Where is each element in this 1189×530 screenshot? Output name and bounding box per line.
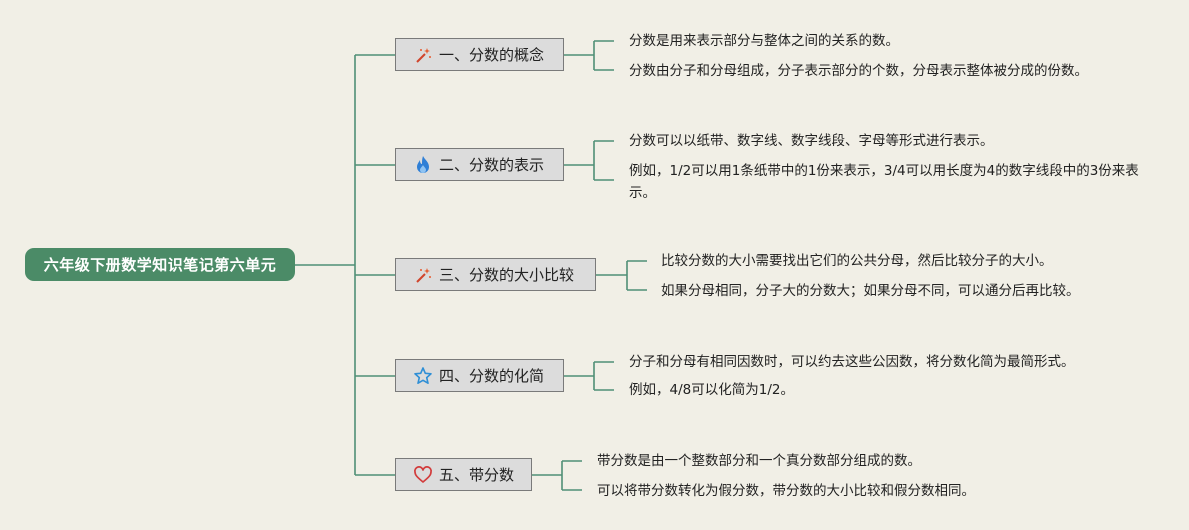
branch-node-2[interactable]: 二、分数的表示 (395, 148, 564, 181)
leaf-note: 分数是用来表示部分与整体之间的关系的数。 (629, 33, 899, 49)
branch-label: 二、分数的表示 (439, 156, 545, 174)
leaf-note: 例如，4/8可以化简为1/2。 (629, 382, 794, 398)
branch-label: 四、分数的化简 (439, 367, 545, 385)
leaf-note: 带分数是由一个整数部分和一个真分数部分组成的数。 (597, 453, 921, 469)
magic-wand-icon (413, 45, 433, 65)
branch-label: 一、分数的概念 (439, 46, 545, 64)
root-node[interactable]: 六年级下册数学知识笔记第六单元 (25, 248, 295, 281)
star-icon (413, 366, 433, 386)
branch-node-4[interactable]: 四、分数的化简 (395, 359, 564, 392)
magic-wand-icon (413, 265, 433, 285)
branch-node-5[interactable]: 五、带分数 (395, 458, 532, 491)
leaf-note: 分数由分子和分母组成，分子表示部分的个数，分母表示整体被分成的份数。 (629, 63, 1088, 79)
branch-label: 三、分数的大小比较 (439, 266, 575, 284)
leaf-note: 比较分数的大小需要找出它们的公共分母，然后比较分子的大小。 (661, 253, 1053, 269)
leaf-note: 如果分母相同，分子大的分数大；如果分母不同，可以通分后再比较。 (661, 283, 1080, 299)
branch-label: 五、带分数 (439, 466, 515, 484)
branch-node-1[interactable]: 一、分数的概念 (395, 38, 564, 71)
branch-node-3[interactable]: 三、分数的大小比较 (395, 258, 596, 291)
leaf-note: 可以将带分数转化为假分数，带分数的大小比较和假分数相同。 (597, 483, 975, 499)
leaf-note: 分子和分母有相同因数时，可以约去这些公因数，将分数化简为最简形式。 (629, 354, 1075, 370)
leaf-note: 分数可以以纸带、数字线、数字线段、字母等形式进行表示。 (629, 133, 994, 149)
heart-icon (413, 465, 433, 485)
leaf-note: 例如，1/2可以用1条纸带中的1份来表示，3/4可以用长度为4的数字线段中的3份… (629, 163, 1139, 201)
fire-icon (413, 155, 433, 175)
